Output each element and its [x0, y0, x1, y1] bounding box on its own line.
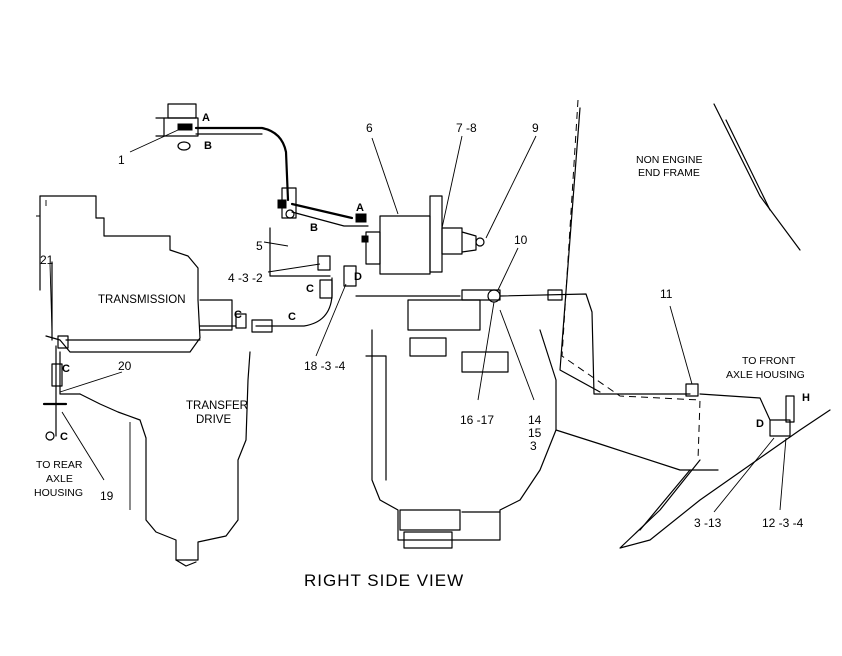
port-letter-d-front: D — [756, 418, 764, 430]
callout-19: 19 — [100, 489, 114, 503]
transfer-drive-label-2: DRIVE — [196, 414, 231, 426]
callout-16-17: 16 -17 — [460, 413, 494, 427]
port-letter-c-valve: C — [306, 283, 314, 295]
rear-axle-label-2: AXLE — [46, 473, 73, 485]
brake-lines — [51, 126, 771, 437]
view-title: RIGHT SIDE VIEW — [304, 571, 464, 590]
transfer-drive-label-1: TRANSFER — [186, 400, 248, 412]
non-engine-frame-label-1: NON ENGINE — [636, 154, 703, 166]
callout-18-3-4: 18 -3 -4 — [304, 359, 346, 373]
front-axle-label-1: TO FRONT — [742, 355, 796, 367]
port-letter-c-trans: C — [234, 309, 242, 321]
callout-5: 5 — [256, 239, 263, 253]
port-letter-d: D — [354, 271, 362, 283]
drive-shaft-yoke — [365, 299, 557, 549]
callout-14: 14 — [528, 413, 542, 427]
fittings — [42, 289, 795, 441]
port-letter-c-rear-upper: C — [62, 363, 70, 375]
callout-1: 1 — [118, 153, 125, 167]
transmission-label: TRANSMISSION — [98, 294, 186, 306]
switch-assembly-7-8 — [429, 195, 485, 273]
callout-20: 20 — [118, 359, 132, 373]
callout-11: 11 — [660, 287, 673, 301]
rear-axle-label-3: HOUSING — [34, 487, 83, 499]
callout-21: 21 — [40, 253, 54, 267]
port-letter-b-top: B — [204, 140, 212, 152]
port-letter-b-mid: B — [310, 222, 318, 234]
callout-9: 9 — [532, 121, 539, 135]
port-letter-h-front: H — [802, 392, 810, 404]
non-engine-end-frame — [555, 99, 831, 549]
leader-lines — [49, 129, 787, 513]
transmission-port-c — [317, 255, 357, 299]
callout-3-13: 3 -13 — [694, 516, 722, 530]
callout-12-3-4: 12 -3 -4 — [762, 516, 804, 530]
rear-axle-label-1: TO REAR — [36, 459, 83, 471]
callout-6: 6 — [366, 121, 373, 135]
callout-15: 15 — [528, 426, 542, 440]
port-letter-c-line: C — [288, 311, 296, 323]
front-axle-label-2: AXLE HOUSING — [726, 369, 805, 381]
port-letter-a-mid: A — [356, 202, 364, 214]
transfer-drive-housing — [59, 351, 251, 567]
port-letter-a-top: A — [202, 112, 210, 124]
callout-4-3-2: 4 -3 -2 — [228, 271, 263, 285]
control-valve-6 — [355, 213, 431, 275]
port-letter-c-rear-lower: C — [60, 431, 68, 443]
relay-valve-5 — [269, 187, 331, 277]
master-cylinder — [155, 103, 199, 151]
non-engine-frame-label-2: END FRAME — [638, 167, 700, 179]
callout-7-8: 7 -8 — [456, 121, 477, 135]
callout-3: 3 — [530, 439, 537, 453]
callout-10: 10 — [514, 233, 528, 247]
transmission-housing — [36, 195, 233, 353]
